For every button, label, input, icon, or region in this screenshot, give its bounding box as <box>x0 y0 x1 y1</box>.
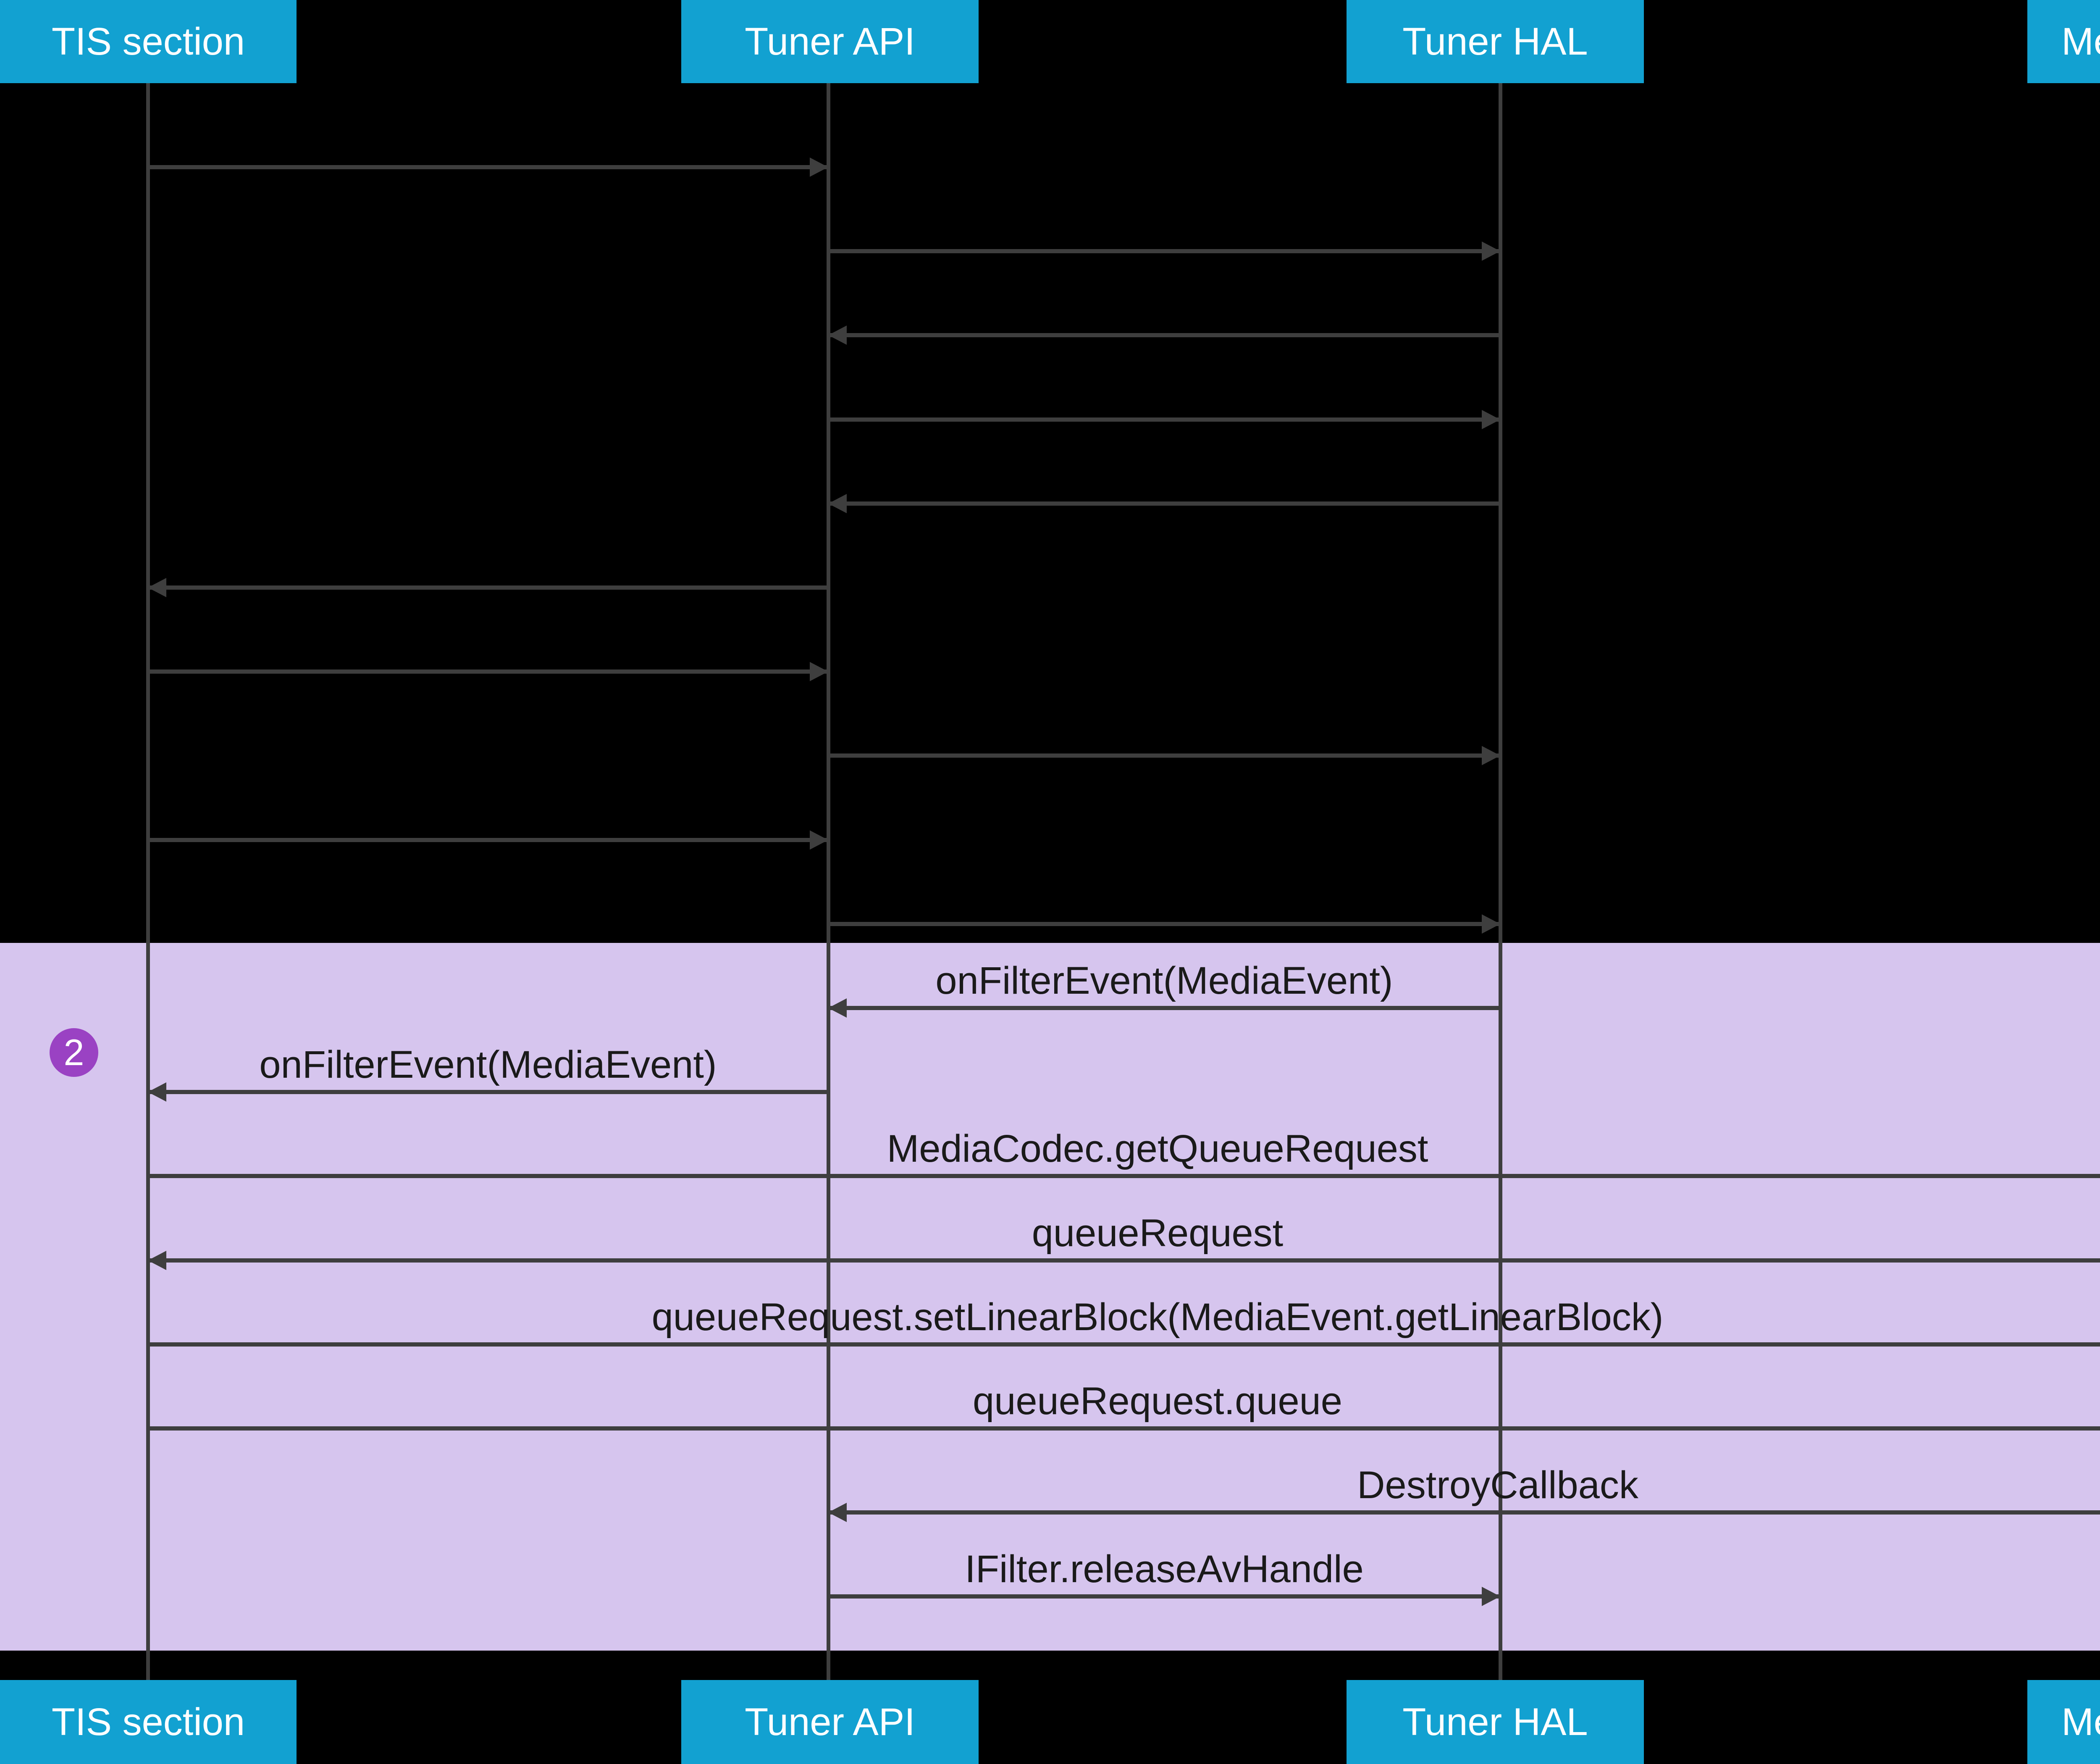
message-arrow <box>828 753 1500 758</box>
step-badge: 2 <box>50 1028 98 1077</box>
message-label: queueRequest <box>1032 1212 1284 1255</box>
message-label: queueRequest.queue <box>973 1380 1342 1423</box>
message-arrow <box>828 333 1500 337</box>
participant-header-bottom-mediacodec: MediaCodec <box>2027 1680 2100 1764</box>
message-label: DestroyCallback <box>1357 1464 1638 1507</box>
arrowhead-icon <box>828 494 847 513</box>
message-label: onFilterEvent(MediaEvent) <box>935 959 1393 1002</box>
message-arrow <box>828 1510 2100 1515</box>
message-arrow <box>828 417 1500 422</box>
participant-header-bottom-tuner-hal: Tuner HAL <box>1347 1680 1644 1764</box>
participant-header-bottom-tuner-api: Tuner API <box>681 1680 979 1764</box>
arrowhead-icon <box>1482 242 1500 261</box>
message-arrow <box>148 1342 2100 1347</box>
message-arrow <box>828 249 1500 253</box>
message-label: IFilter.releaseAvHandle <box>965 1548 1364 1591</box>
participant-header-top-tis-section: TIS section <box>0 0 297 83</box>
arrowhead-icon <box>828 998 847 1018</box>
message-arrow <box>148 1258 2100 1263</box>
message-arrow <box>148 1090 828 1094</box>
message-label: MediaCodec.getQueueRequest <box>887 1127 1428 1170</box>
arrowhead-icon <box>148 578 166 597</box>
participant-header-top-mediacodec: MediaCodec <box>2027 0 2100 83</box>
arrowhead-icon <box>148 1082 166 1102</box>
message-arrow <box>148 1174 2100 1178</box>
message-label: onFilterEvent(MediaEvent) <box>259 1043 717 1086</box>
arrowhead-icon <box>810 662 828 681</box>
participant-header-top-tuner-hal: Tuner HAL <box>1347 0 1644 83</box>
arrowhead-icon <box>810 158 828 177</box>
arrowhead-icon <box>828 326 847 345</box>
arrowhead-icon <box>1482 1587 1500 1606</box>
arrowhead-icon <box>828 1503 847 1522</box>
participant-header-top-tuner-api: Tuner API <box>681 0 979 83</box>
arrowhead-icon <box>1482 746 1500 765</box>
arrowhead-icon <box>810 830 828 850</box>
arrowhead-icon <box>148 1251 166 1270</box>
message-arrow <box>828 922 1500 926</box>
lifeline <box>146 83 150 1680</box>
message-arrow <box>828 501 1500 506</box>
message-arrow <box>148 585 828 590</box>
message-arrow <box>148 1426 2100 1431</box>
arrowhead-icon <box>1482 410 1500 429</box>
message-arrow <box>148 165 828 169</box>
message-arrow <box>148 669 828 674</box>
arrowhead-icon <box>1482 914 1500 934</box>
lifeline <box>1499 83 1502 1680</box>
message-arrow <box>148 838 828 842</box>
lifeline <box>827 83 830 1680</box>
participant-header-bottom-tis-section: TIS section <box>0 1680 297 1764</box>
message-arrow <box>828 1006 1500 1010</box>
message-label: queueRequest.setLinearBlock(MediaEvent.g… <box>651 1296 1664 1339</box>
highlight-band <box>0 943 2100 1651</box>
message-arrow <box>828 1594 1500 1599</box>
